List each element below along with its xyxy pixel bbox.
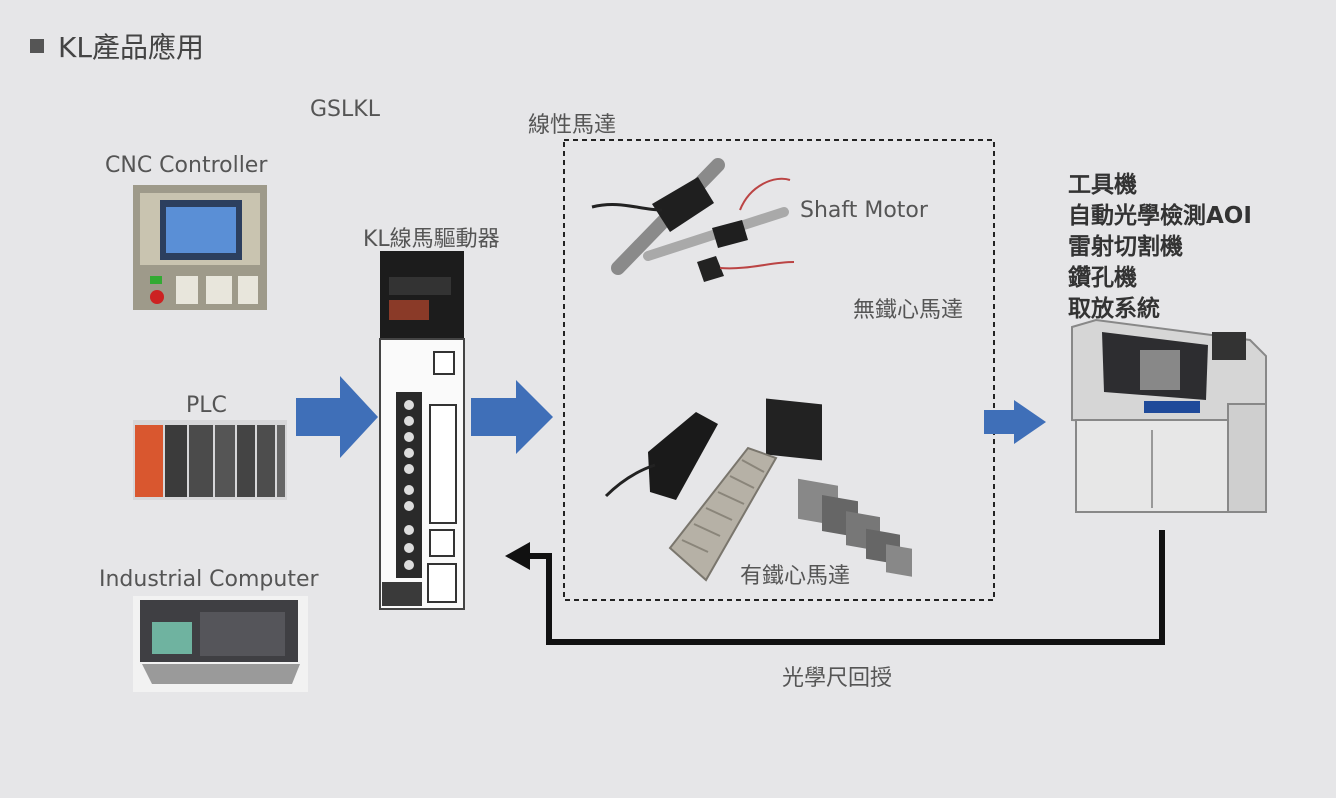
bullet-square-icon [30,39,44,53]
arrow-left-icon [505,542,530,570]
arrow-right-icon [471,380,553,454]
ironless-motor-label: 無鐵心馬達 [853,298,964,323]
cnc-controller-label: CNC Controller [105,153,268,178]
application-item: 雷射切割機 [1068,234,1183,260]
linear-motor-group-box [563,139,995,601]
cnc-controller-image [133,185,267,310]
industrial-computer-image [133,596,308,692]
application-machine-image [1071,318,1267,513]
gslkl-label: GSLKL [310,97,380,122]
iron-core-motor-label: 有鐵心馬達 [740,564,851,589]
page-title: KL產品應用 [30,26,204,66]
shaft-motor-image [591,158,795,282]
feedback-label: 光學尺回授 [782,666,893,691]
application-item: 鑽孔機 [1068,265,1137,291]
arrow-right-icon [296,376,378,458]
iron-core-motor-image [604,412,778,582]
application-item: 取放系統 [1068,296,1160,322]
driver-label: KL線馬驅動器 [363,227,500,252]
plc-label: PLC [186,393,227,418]
application-item: 自動光學檢測AOI [1068,203,1252,229]
shaft-motor-label: Shaft Motor [800,198,928,223]
arrow-right-icon [984,400,1046,444]
application-item: 工具機 [1068,172,1137,198]
plc-image [133,420,287,500]
servo-driver-image [379,251,465,610]
linear-motor-group-label: 線性馬達 [528,113,617,138]
industrial-computer-label: Industrial Computer [99,567,319,592]
ironless-motor-image [766,398,912,577]
page-title-text: KL產品應用 [58,31,204,64]
application-list: 工具機 自動光學檢測AOI 雷射切割機 鑽孔機 取放系統 [1068,170,1252,325]
feedback-line [524,530,1165,645]
